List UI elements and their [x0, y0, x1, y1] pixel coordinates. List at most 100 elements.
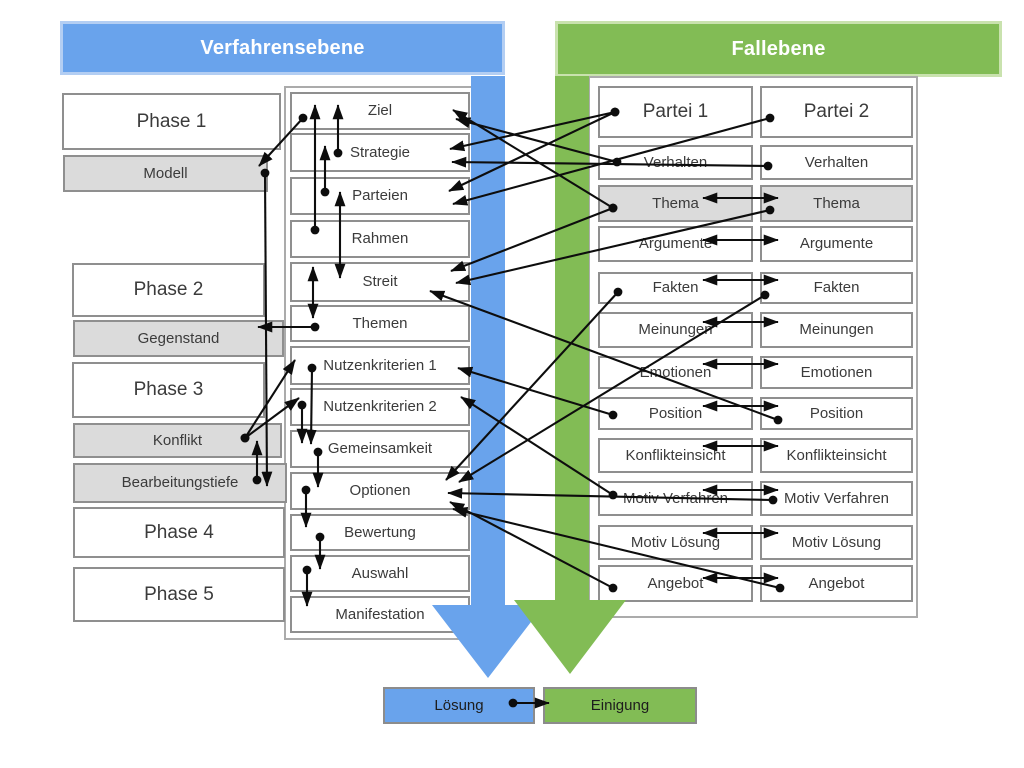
partei-1-row-meinungen-label: Meinungen	[638, 321, 713, 339]
box-optionen-label: Optionen	[349, 482, 411, 500]
case-level-header: Fallebene	[555, 21, 1002, 77]
box-partei-2: Partei 2	[760, 86, 913, 138]
partei-2-row-thema: Thema	[760, 185, 913, 222]
box-manifestation: Manifestation	[290, 596, 470, 633]
box-gemeinsamkeit-label: Gemeinsamkeit	[327, 440, 433, 458]
box-nutzenkriterien-2: Nutzenkriterien 2	[290, 388, 470, 426]
partei-2-row-position: Position	[760, 397, 913, 430]
box-modell: Modell	[63, 155, 268, 192]
box-bearbeitungstiefe-label: Bearbeitungstiefe	[121, 474, 239, 492]
case-level-title: Fallebene	[731, 37, 826, 60]
box-phase-1-label: Phase 1	[136, 110, 207, 132]
box-phase-5: Phase 5	[73, 567, 285, 622]
box-partei-1-label: Partei 1	[642, 101, 709, 123]
box-partei-1: Partei 1	[598, 86, 753, 138]
partei-1-row-konflikteinsicht-label: Konflikteinsicht	[625, 446, 726, 464]
partei-2-row-emotionen-label: Emotionen	[800, 363, 873, 381]
procedure-level-title: Verfahrensebene	[200, 36, 365, 59]
partei-1-row-meinungen: Meinungen	[598, 312, 753, 348]
box-nutzenkriterien-2-label: Nutzenkriterien 2	[323, 398, 437, 416]
box-ziel: Ziel	[290, 92, 470, 130]
box-auswahl: Auswahl	[290, 555, 470, 592]
partei-1-row-motiv-verfahren-label: Motiv Verfahren	[622, 489, 729, 507]
box-gegenstand-label: Gegenstand	[137, 329, 220, 347]
partei-1-row-motiv-lösung: Motiv Lösung	[598, 525, 753, 560]
box-themen: Themen	[290, 305, 470, 342]
partei-2-row-motiv-verfahren: Motiv Verfahren	[760, 481, 913, 516]
partei-2-row-fakten-label: Fakten	[813, 279, 860, 297]
partei-2-row-angebot-label: Angebot	[808, 574, 865, 592]
solution-box: Lösung	[383, 687, 535, 724]
box-rahmen: Rahmen	[290, 220, 470, 258]
box-phase-3: Phase 3	[72, 362, 265, 418]
partei-2-row-motiv-lösung: Motiv Lösung	[760, 525, 913, 560]
box-phase-1: Phase 1	[62, 93, 281, 150]
partei-2-row-argumente-label: Argumente	[799, 235, 874, 253]
partei-1-row-emotionen: Emotionen	[598, 356, 753, 389]
box-streit-label: Streit	[362, 273, 398, 291]
partei-1-row-motiv-verfahren: Motiv Verfahren	[598, 481, 753, 516]
partei-1-row-argumente-label: Argumente	[638, 235, 713, 253]
box-parteien-label: Parteien	[352, 187, 408, 205]
box-ziel-label: Ziel	[367, 102, 393, 120]
agreement-box: Einigung	[543, 687, 697, 724]
partei-2-row-motiv-verfahren-label: Motiv Verfahren	[783, 489, 890, 507]
box-phase-4-label: Phase 4	[144, 521, 214, 543]
box-phase-3-label: Phase 3	[133, 379, 204, 401]
box-manifestation-label: Manifestation	[335, 605, 425, 623]
box-themen-label: Themen	[352, 314, 408, 332]
partei-1-row-konflikteinsicht: Konflikteinsicht	[598, 438, 753, 473]
solution-label: Lösung	[434, 696, 484, 714]
box-nutzenkriterien-1: Nutzenkriterien 1	[290, 346, 470, 385]
partei-2-row-meinungen: Meinungen	[760, 312, 913, 348]
box-konflikt: Konflikt	[73, 423, 282, 458]
partei-2-row-fakten: Fakten	[760, 272, 913, 304]
partei-1-row-verhalten: Verhalten	[598, 145, 753, 180]
partei-1-row-fakten-label: Fakten	[652, 279, 699, 297]
box-optionen: Optionen	[290, 472, 470, 510]
box-bearbeitungstiefe: Bearbeitungstiefe	[73, 463, 287, 503]
partei-2-row-thema-label: Thema	[813, 194, 860, 212]
agreement-label: Einigung	[590, 696, 650, 714]
partei-1-row-thema-label: Thema	[652, 194, 699, 212]
box-phase-2-label: Phase 2	[133, 279, 204, 301]
partei-1-row-emotionen-label: Emotionen	[639, 363, 712, 381]
partei-1-row-fakten: Fakten	[598, 272, 753, 304]
partei-1-row-angebot: Angebot	[598, 565, 753, 602]
box-bewertung-label: Bewertung	[344, 523, 416, 541]
box-parteien: Parteien	[290, 177, 470, 215]
partei-2-row-meinungen-label: Meinungen	[799, 321, 874, 339]
partei-2-row-verhalten-label: Verhalten	[804, 153, 869, 171]
partei-1-row-position: Position	[598, 397, 753, 430]
box-modell-label: Modell	[143, 164, 188, 182]
box-phase-2: Phase 2	[72, 263, 265, 317]
box-bewertung: Bewertung	[290, 514, 470, 551]
partei-2-row-position-label: Position	[809, 404, 864, 422]
partei-1-row-angebot-label: Angebot	[647, 574, 704, 592]
partei-2-row-angebot: Angebot	[760, 565, 913, 602]
box-phase-4: Phase 4	[73, 507, 285, 558]
partei-2-row-verhalten: Verhalten	[760, 145, 913, 180]
box-rahmen-label: Rahmen	[351, 230, 409, 248]
box-auswahl-label: Auswahl	[351, 564, 409, 582]
box-partei-2-label: Partei 2	[803, 101, 870, 123]
partei-2-row-emotionen: Emotionen	[760, 356, 913, 389]
partei-2-row-konflikteinsicht: Konflikteinsicht	[760, 438, 913, 473]
partei-2-row-motiv-lösung-label: Motiv Lösung	[791, 533, 882, 551]
box-strategie-label: Strategie	[349, 143, 411, 161]
partei-1-row-position-label: Position	[648, 404, 703, 422]
box-nutzenkriterien-1-label: Nutzenkriterien 1	[323, 356, 437, 374]
procedure-level-header: Verfahrensebene	[60, 21, 505, 75]
box-gegenstand: Gegenstand	[73, 320, 284, 357]
partei-1-row-thema: Thema	[598, 185, 753, 222]
box-gemeinsamkeit: Gemeinsamkeit	[290, 430, 470, 468]
partei-1-row-motiv-lösung-label: Motiv Lösung	[630, 533, 721, 551]
partei-1-row-argumente: Argumente	[598, 226, 753, 262]
partei-2-row-konflikteinsicht-label: Konflikteinsicht	[786, 446, 887, 464]
box-strategie: Strategie	[290, 133, 470, 172]
partei-1-row-verhalten-label: Verhalten	[643, 153, 708, 171]
partei-2-row-argumente: Argumente	[760, 226, 913, 262]
box-streit: Streit	[290, 262, 470, 302]
box-konflikt-label: Konflikt	[152, 431, 203, 449]
